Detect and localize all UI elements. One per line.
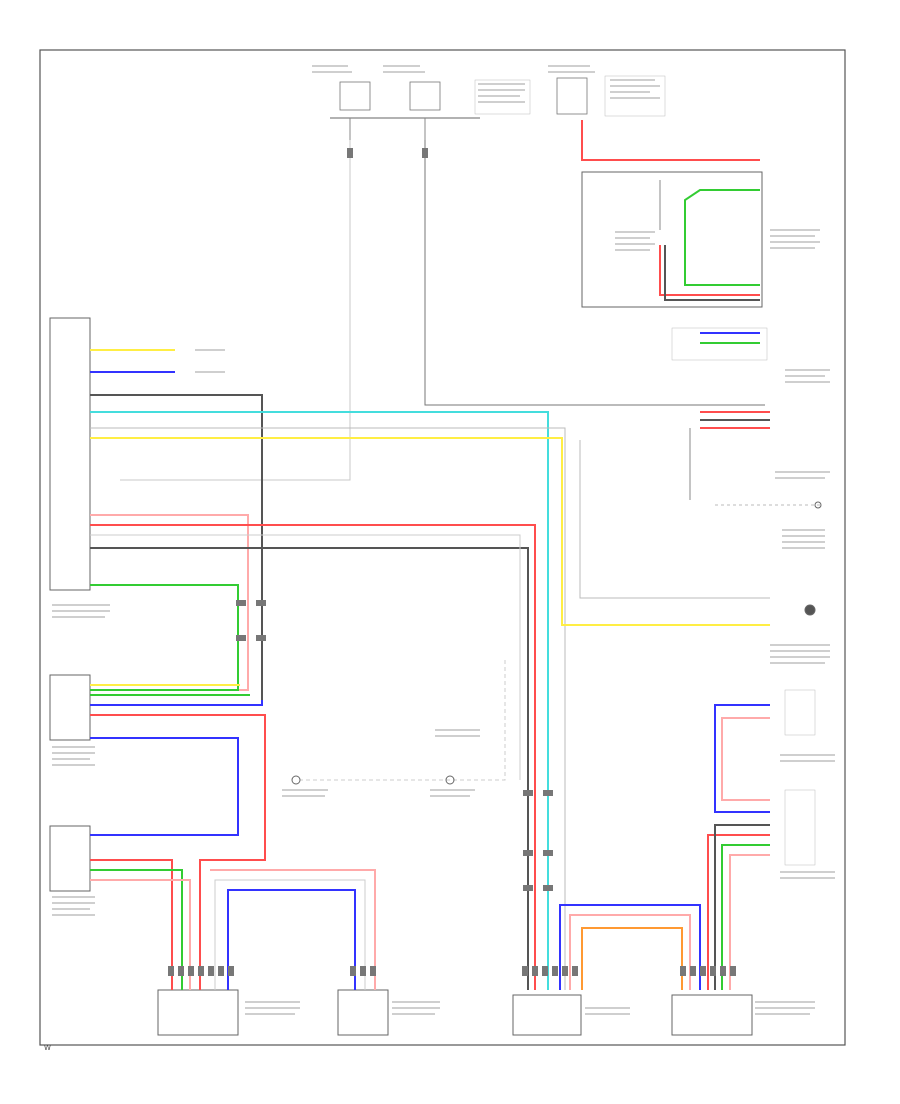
diagram-code: W [44, 1044, 51, 1052]
wire-pink-rr-b [729, 854, 770, 990]
front-right-sensor-connector [784, 689, 816, 736]
wire-green-fc [90, 869, 183, 990]
diagram-frame [39, 49, 846, 1046]
wire-dark-switch [664, 245, 760, 301]
wire-pink-rr [569, 914, 691, 990]
wire-red-switch [581, 120, 760, 161]
front-left-ultrasonic-sensor-connector [49, 674, 91, 741]
wire-blue-fr [714, 704, 770, 813]
wire-blue-fc [90, 737, 239, 836]
wire-red-rr [707, 834, 770, 990]
wire-pink-fc [90, 879, 191, 990]
wire-red-fl [90, 714, 266, 990]
fuse-box-right [556, 75, 666, 117]
unreadable-labels [52, 65, 835, 1015]
main-ecu-connector [49, 317, 91, 591]
wire-pink-rl [210, 869, 376, 990]
front-left-center-sensor-connector [49, 825, 91, 892]
wire-red-long [90, 524, 536, 990]
wire-green-rr [721, 844, 770, 990]
rear-right-sensor-connector [671, 994, 753, 1036]
switch-assembly-box [581, 171, 763, 308]
sensor-connector-box [671, 327, 768, 361]
front-right-center-sensor-connector [784, 789, 816, 866]
wire-yellow-main [90, 437, 770, 626]
wire-dark-main [90, 394, 263, 700]
rear-left-center-sensor-connector [337, 989, 389, 1036]
wire-light-long [90, 534, 521, 780]
wire-blue-rl [227, 889, 356, 990]
wire-orange-rr [581, 927, 683, 990]
fuse-box-left [330, 79, 531, 140]
wire-gray-top [424, 140, 765, 406]
rear-left-sensor-connector [157, 989, 239, 1036]
wire-blue-fl [90, 700, 263, 706]
wire-cyan-main [90, 411, 549, 990]
wire-pink-fr [721, 717, 770, 801]
wire-gray-to-front [579, 440, 770, 599]
wire-blue-rr [559, 904, 701, 990]
wire-gray-rl [214, 879, 366, 990]
connector-pins [168, 148, 736, 976]
wire-red-switch-b [659, 245, 760, 296]
wire-ground-center [300, 660, 506, 781]
wire-dark-rr [714, 824, 770, 990]
wire-pink-loop [90, 514, 249, 691]
wire-dark-long [90, 547, 529, 990]
wire-red-fc [90, 859, 173, 990]
ground-symbols [291, 501, 822, 785]
wire-green-loop [90, 584, 239, 691]
wire-light-gray-a [120, 140, 351, 481]
wire-green-switch [684, 189, 760, 286]
rear-right-center-sensor-connector [512, 994, 582, 1036]
wire-light-gray-main [90, 427, 566, 990]
